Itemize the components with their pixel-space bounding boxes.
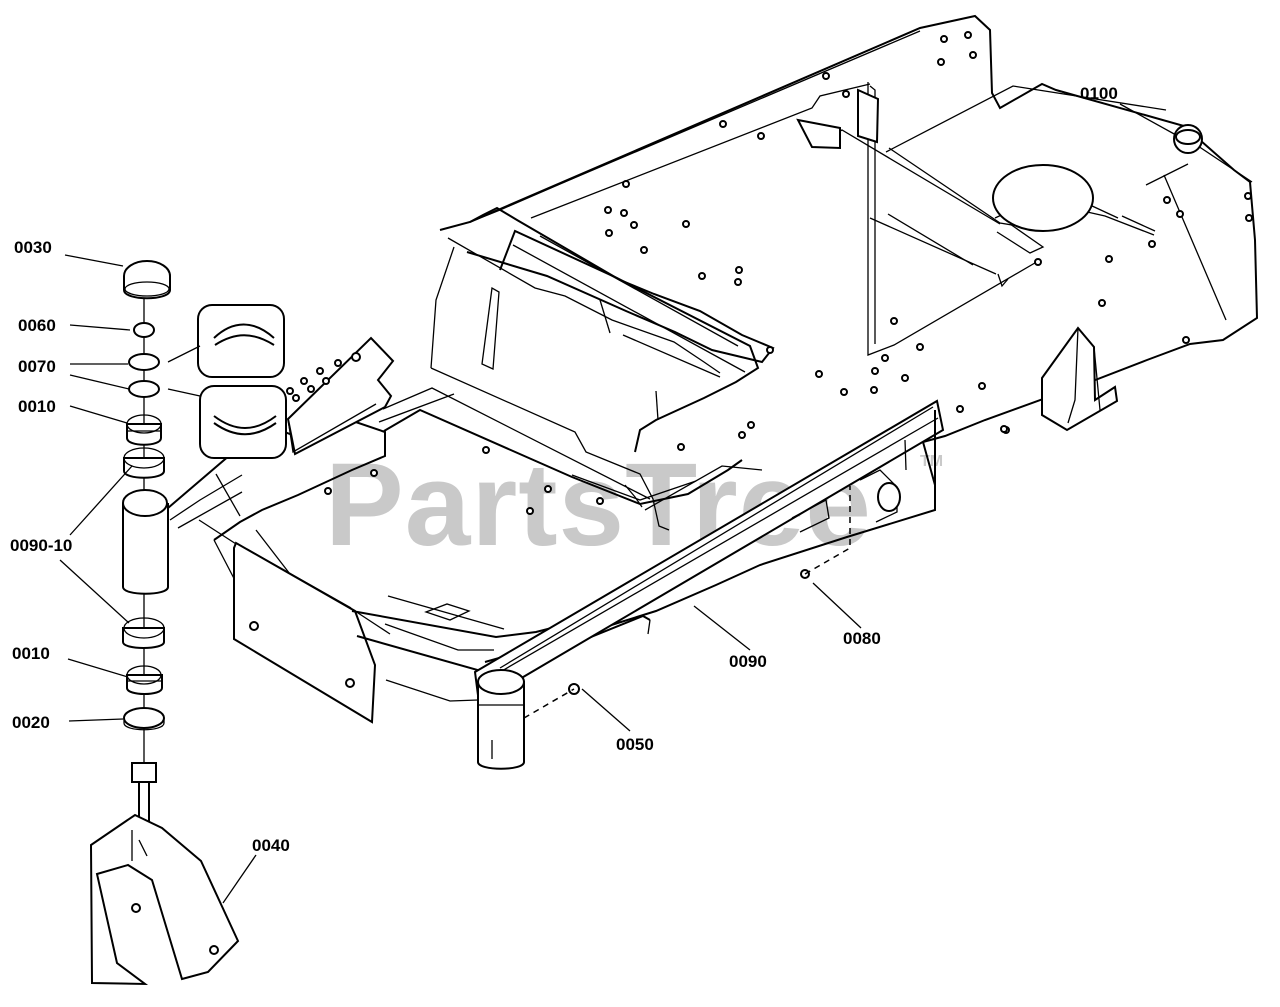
washer-details — [167, 304, 287, 459]
part-0070-b — [128, 380, 160, 398]
frame-assembly — [167, 14, 1259, 770]
part-0070-a — [128, 353, 160, 371]
label-0080: 0080 — [843, 629, 881, 648]
label-0060: 0060 — [18, 316, 56, 335]
label-0020: 0020 — [12, 713, 50, 732]
label-0070: 0070 — [18, 357, 56, 376]
part-0040 — [89, 813, 240, 986]
label-0010-top: 0010 — [18, 397, 56, 416]
caster-tube — [122, 503, 169, 595]
label-0040: 0040 — [252, 836, 290, 855]
part-0020 — [123, 707, 165, 729]
caster-assembly — [89, 260, 240, 986]
label-0030: 0030 — [14, 238, 52, 257]
washer-detail-2 — [199, 385, 287, 459]
frame-holes — [324, 31, 1253, 515]
part-0010-top — [126, 423, 162, 446]
leader-lines — [59, 103, 1177, 904]
callout-labels: 0030 0060 0070 0010 0090-10 0010 0020 00… — [10, 84, 1118, 855]
washer-detail-1 — [197, 304, 285, 378]
label-0090: 0090 — [729, 652, 767, 671]
label-0090-10: 0090-10 — [10, 536, 72, 555]
label-0100: 0100 — [1080, 84, 1118, 103]
watermark-tm: TM — [920, 453, 943, 470]
label-0050: 0050 — [616, 735, 654, 754]
label-0010-bottom: 0010 — [12, 644, 50, 663]
part-0060 — [133, 322, 155, 338]
